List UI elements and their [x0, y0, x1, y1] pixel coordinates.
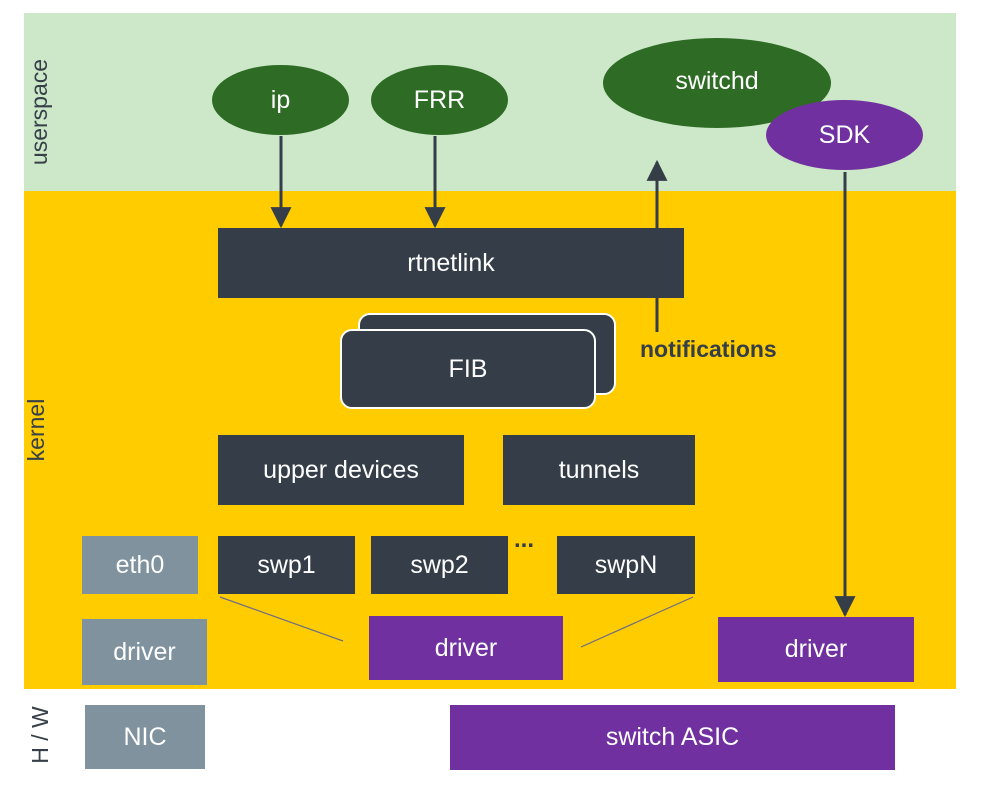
switch-driver-box: driver — [369, 616, 563, 680]
swpn-port: swpN — [557, 536, 695, 594]
nic-box: NIC — [85, 705, 205, 769]
frr-node: FRR — [371, 65, 508, 135]
swp1-port: swp1 — [218, 536, 355, 594]
nic-driver-box: driver — [82, 619, 207, 685]
ports-ellipsis: ... — [514, 526, 535, 553]
sdk-node: SDK — [766, 100, 923, 170]
switchd-label: switchd — [675, 66, 759, 95]
tunnels-box: tunnels — [503, 435, 695, 505]
rtnetlink-box: rtnetlink — [218, 228, 684, 298]
ip-node: ip — [212, 65, 349, 135]
swpn-to-driver-line — [580, 596, 694, 648]
switch-asic-box: switch ASIC — [450, 705, 895, 770]
notifications-label: notifications — [640, 336, 777, 362]
fib-box: FIB — [340, 329, 596, 409]
swp2-port: swp2 — [371, 536, 508, 594]
eth0-port: eth0 — [82, 536, 198, 594]
sdk-driver-box: driver — [718, 617, 914, 682]
swp1-to-driver-line — [219, 596, 344, 642]
upper-devices-box: upper devices — [218, 435, 464, 505]
